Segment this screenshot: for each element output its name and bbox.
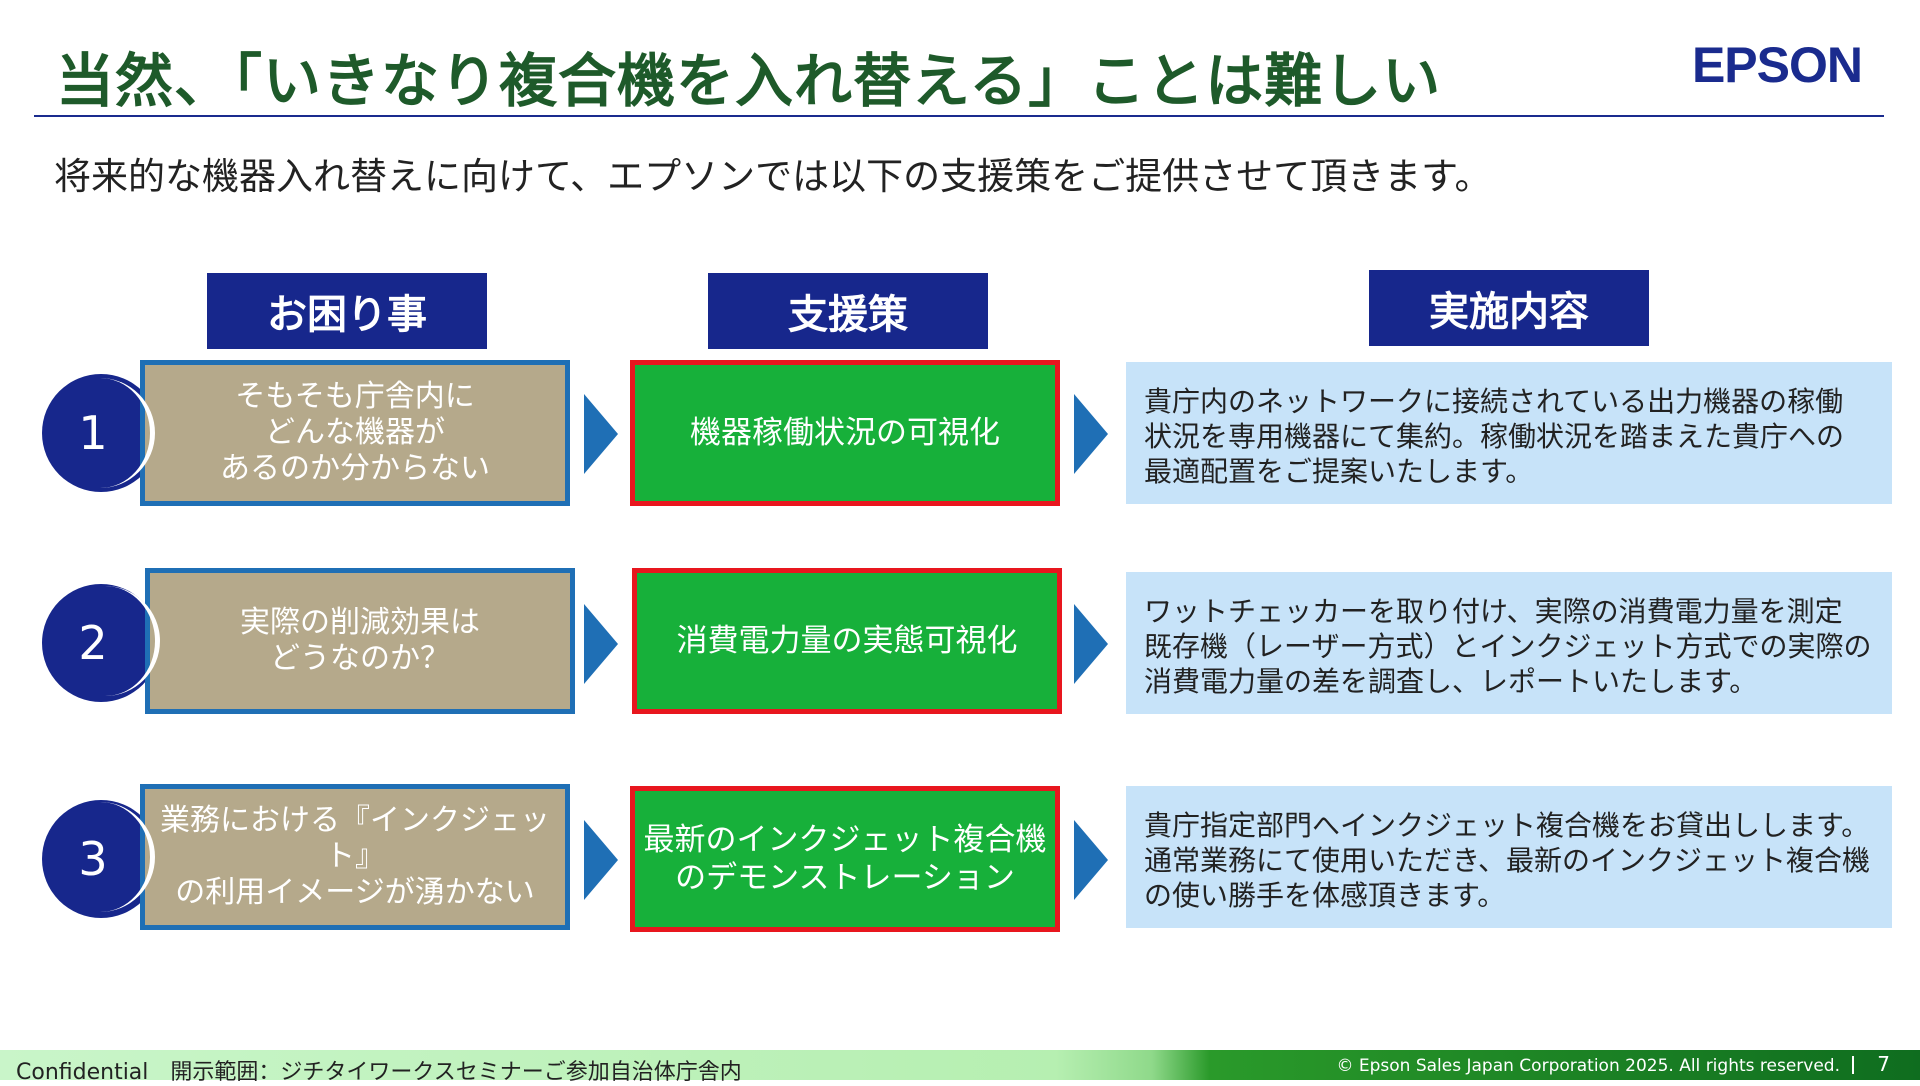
content-box: 貴庁内のネットワークに接続されている出力機器の稼働 状況を専用機器にて集約。稼働… (1126, 362, 1892, 504)
support-box: 機器稼働状況の可視化 (630, 360, 1060, 506)
arrow-right-icon (584, 394, 618, 474)
footer-separator (1852, 1056, 1854, 1074)
title-divider (34, 115, 1884, 117)
page-number: 7 (1877, 1052, 1890, 1076)
content-box: ワットチェッカーを取り付け、実際の消費電力量を測定 既存機（レーザー方式）とイン… (1126, 572, 1892, 714)
problem-box: そもそも庁舎内に どんな機器が あるのか分からない (140, 360, 570, 506)
arrow-right-icon (584, 820, 618, 900)
column-header-content: 実施内容 (1369, 270, 1649, 346)
column-header-problem: お困り事 (207, 273, 487, 349)
page-subtitle: 将来的な機器入れ替えに向けて、エプソンでは以下の支援策をご提供させて頂きます。 (54, 155, 1492, 198)
support-box: 消費電力量の実態可視化 (632, 568, 1062, 714)
footer-confidential: Confidential 開示範囲：ジチタイワークスセミナーご参加自治体庁舎内 (16, 1060, 742, 1085)
epson-logo: EPSON (1691, 37, 1863, 93)
column-header-support: 支援策 (708, 273, 988, 349)
page-title: 当然、「いきなり複合機を入れ替える」ことは難しい (56, 47, 1442, 115)
problem-box: 実際の削減効果は どうなのか？ (145, 568, 575, 714)
arrow-right-icon (584, 604, 618, 684)
arrow-right-icon (1074, 820, 1108, 900)
row-3: 3 業務における『インクジェット』 の利用イメージが湧かない 最新のインクジェッ… (0, 784, 1920, 934)
row-2: 2 実際の削減効果は どうなのか？ 消費電力量の実態可視化 ワットチェッカーを取… (0, 568, 1920, 718)
problem-box: 業務における『インクジェット』 の利用イメージが湧かない (140, 784, 570, 930)
content-box: 貴庁指定部門へインクジェット複合機をお貸出しします。 通常業務にて使用いただき、… (1126, 786, 1892, 928)
footer-bar (0, 1050, 1920, 1080)
arrow-right-icon (1074, 604, 1108, 684)
row-1: 1 そもそも庁舎内に どんな機器が あるのか分からない 機器稼働状況の可視化 貴… (0, 358, 1920, 508)
arrow-right-icon (1074, 394, 1108, 474)
support-box: 最新のインクジェット複合機 のデモンストレーション (630, 786, 1060, 932)
footer-copyright: © Epson Sales Japan Corporation 2025. Al… (1336, 1056, 1840, 1076)
